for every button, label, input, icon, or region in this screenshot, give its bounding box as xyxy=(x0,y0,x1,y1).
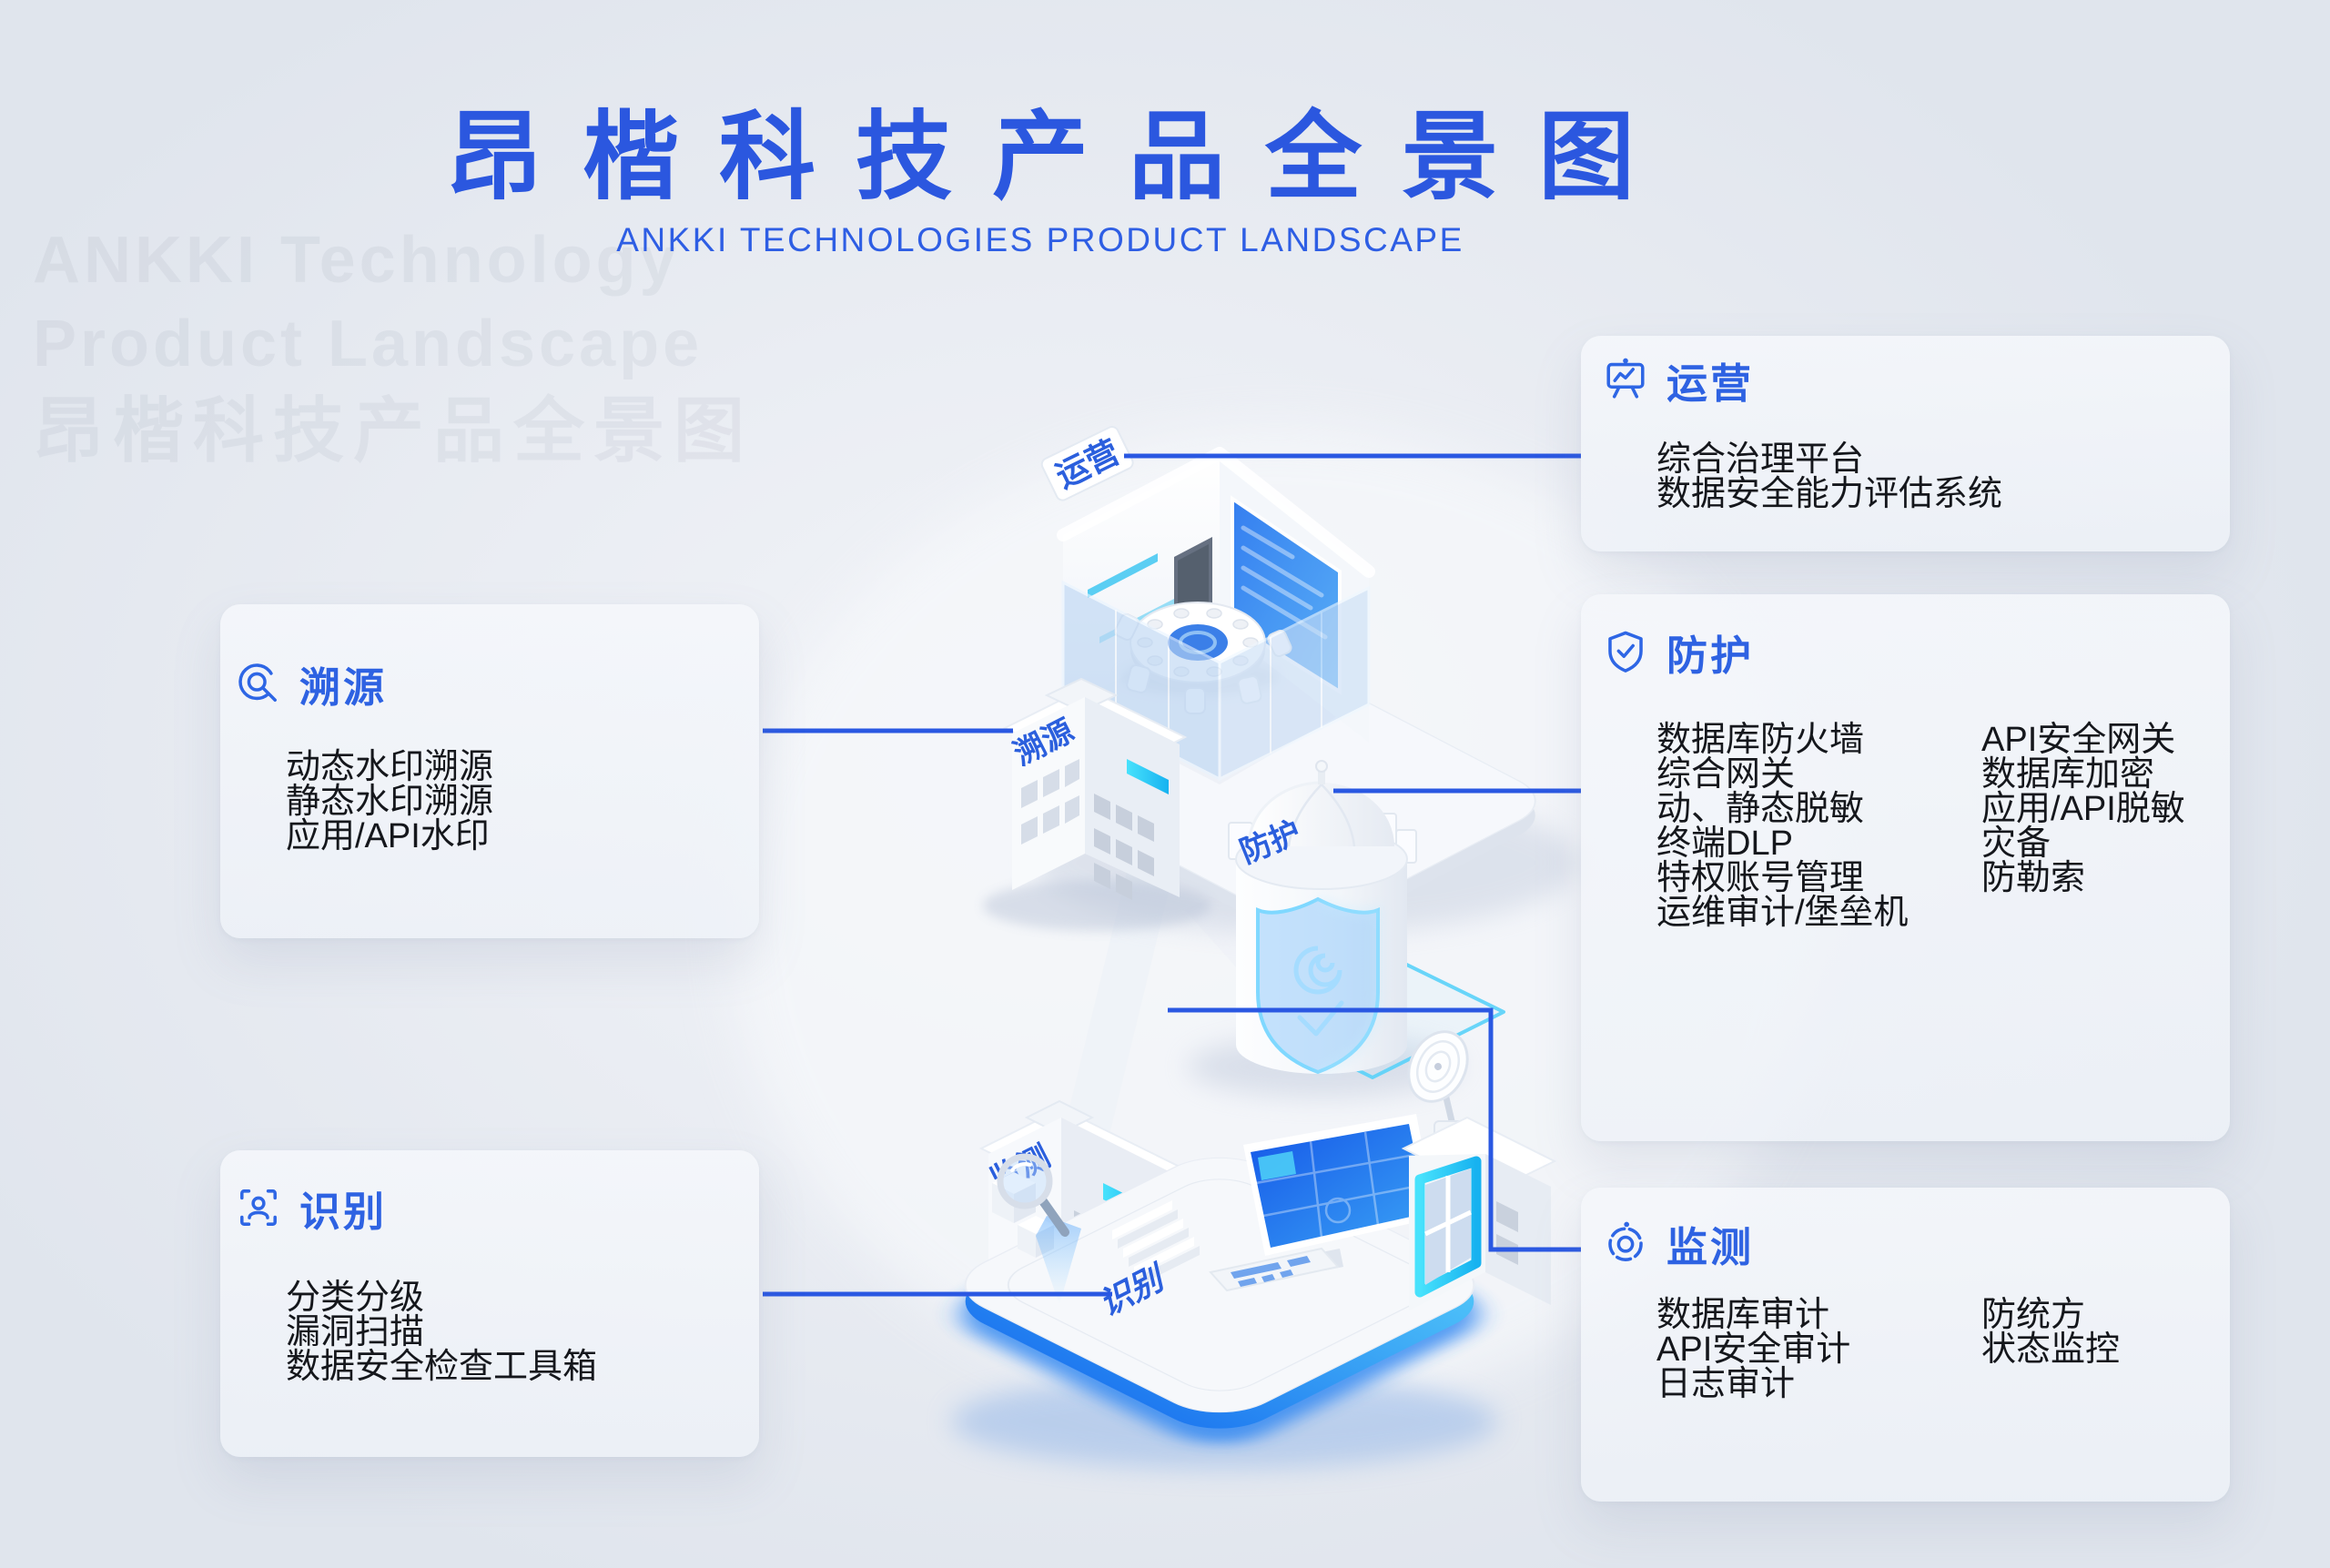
page-header: 昂楷科技产品全景图 ANKKI TECHNOLOGIES PRODUCT LAN… xyxy=(0,0,2081,259)
card-shibie: 识别 分类分级 漏洞扫描 数据安全检查工具箱 xyxy=(220,1150,759,1457)
page-title: 昂楷科技产品全景图 xyxy=(446,104,1675,211)
card-header: 溯源 xyxy=(234,658,387,711)
product-item: 数据库防火墙 xyxy=(1656,721,1865,759)
identify-platform: 识别 xyxy=(951,1030,1557,1469)
card-items-col1: 数据库审计 API安全审计 日志审计 xyxy=(1656,1289,1851,1403)
product-item: 运维审计/堡垒机 xyxy=(1656,894,1909,932)
product-item: 综合治理平台 xyxy=(1656,440,1865,479)
card-items: 分类分级 漏洞扫描 数据安全检查工具箱 xyxy=(286,1270,598,1386)
glass-shield xyxy=(1256,895,1383,1077)
product-item: 日志审计 xyxy=(1656,1365,1796,1403)
card-items: 动态水印溯源 静态水印溯源 应用/API水印 xyxy=(286,741,494,855)
connector-lines xyxy=(763,453,1581,1297)
console xyxy=(1209,1247,1340,1292)
card-items-col1: 数据库防火墙 综合网关 动、静态脱敏 终端DLP 特权账号管理 运维审计/堡垒机 xyxy=(1656,713,1909,932)
card-items-col2: API安全网关 数据库加密 应用/API脱敏 灾备 防勒索 xyxy=(1981,713,2185,897)
card-header: 监测 xyxy=(1601,1218,1754,1270)
product-item: 静态水印溯源 xyxy=(286,783,494,821)
card-title: 监测 xyxy=(1666,1223,1755,1270)
product-item: 防勒索 xyxy=(1981,859,2086,897)
card-yunying: 运营 综合治理平台 数据安全能力评估系统 xyxy=(1581,336,2230,551)
card-title: 识别 xyxy=(299,1188,388,1235)
connector-jiance xyxy=(1168,1007,1581,1252)
product-item: 综合网关 xyxy=(1656,755,1796,794)
product-item: 终端DLP xyxy=(1656,824,1793,863)
card-title: 防护 xyxy=(1666,632,1755,679)
product-item: 应用/API水印 xyxy=(286,817,490,855)
card-fanghu: 防护 数据库防火墙 综合网关 动、静态脱敏 终端DLP 特权账号管理 运维审计/… xyxy=(1581,594,2230,1141)
product-item: 特权账号管理 xyxy=(1656,859,1865,897)
satellite-building xyxy=(1401,1030,1557,1310)
product-item: 分类分级 xyxy=(286,1279,425,1317)
card-items: 综合治理平台 数据安全能力评估系统 xyxy=(1656,435,2003,513)
product-item: 状态监控 xyxy=(1981,1330,2121,1369)
magnifier xyxy=(997,1153,1081,1305)
scan-person-icon xyxy=(240,1189,277,1226)
light-strip xyxy=(1088,553,1158,598)
product-item: 应用/API脱敏 xyxy=(1981,790,2185,828)
radar-icon xyxy=(1608,1221,1643,1261)
glow-window xyxy=(1127,759,1169,794)
building-windows xyxy=(1094,794,1154,900)
card-header: 识别 xyxy=(234,1182,387,1235)
product-item: 漏洞扫描 xyxy=(286,1313,425,1351)
card-title: 运营 xyxy=(1666,359,1755,407)
big-screen xyxy=(1243,1114,1436,1270)
product-item: API安全网关 xyxy=(1981,721,2176,759)
product-item: 动、静态脱敏 xyxy=(1656,790,1865,828)
card-jiance: 监测 数据库审计 API安全审计 日志审计 防统方 状态监控 xyxy=(1581,1188,2230,1502)
card-items-col2: 防统方 状态监控 xyxy=(1981,1289,2121,1369)
card-suyuan: 溯源 动态水印溯源 静态水印溯源 应用/API水印 xyxy=(220,604,759,938)
card-header: 运营 xyxy=(1601,354,1754,407)
card-title: 溯源 xyxy=(299,663,388,711)
chart-board-icon xyxy=(1606,358,1645,399)
trace-building: 溯源 xyxy=(983,677,1211,931)
page-subtitle: ANKKI TECHNOLOGIES PRODUCT LANDSCAPE xyxy=(616,221,1464,259)
product-item: 数据安全能力评估系统 xyxy=(1656,475,2003,513)
product-item: 动态水印溯源 xyxy=(286,748,494,786)
glow-window-frame xyxy=(1414,1156,1482,1298)
product-item: 防统方 xyxy=(1981,1296,2086,1334)
protection-tower: 防护 xyxy=(1188,760,1505,1098)
stairs xyxy=(1112,1200,1200,1285)
product-item: 数据安全检查工具箱 xyxy=(286,1348,598,1386)
building-windows xyxy=(1021,759,1079,845)
product-item: 数据库审计 xyxy=(1656,1296,1830,1334)
product-item: API安全审计 xyxy=(1656,1330,1851,1369)
card-header: 防护 xyxy=(1601,626,1754,679)
shield-check-icon xyxy=(1608,631,1643,673)
trace-icon xyxy=(238,663,277,702)
